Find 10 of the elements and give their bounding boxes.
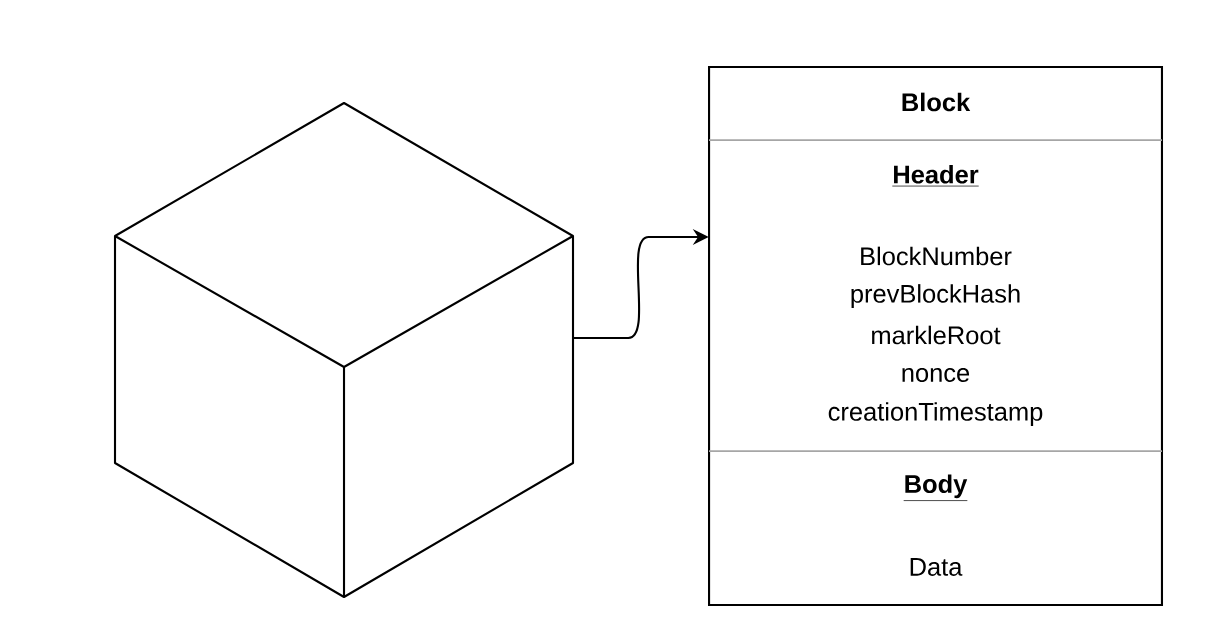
field-text: markleRoot — [872, 325, 1001, 345]
cube-drawing — [113, 101, 575, 599]
section-heading: Header — [891, 164, 980, 187]
section-heading: Body — [903, 474, 968, 501]
field-text: BlockNumber — [861, 246, 1012, 266]
field-text: prevBlockHash — [851, 284, 1020, 308]
field-text: Data — [910, 558, 963, 576]
table-title: Block — [902, 92, 971, 112]
field-text: nonce — [902, 368, 970, 382]
field-text: creationTimestamp — [828, 402, 1043, 426]
